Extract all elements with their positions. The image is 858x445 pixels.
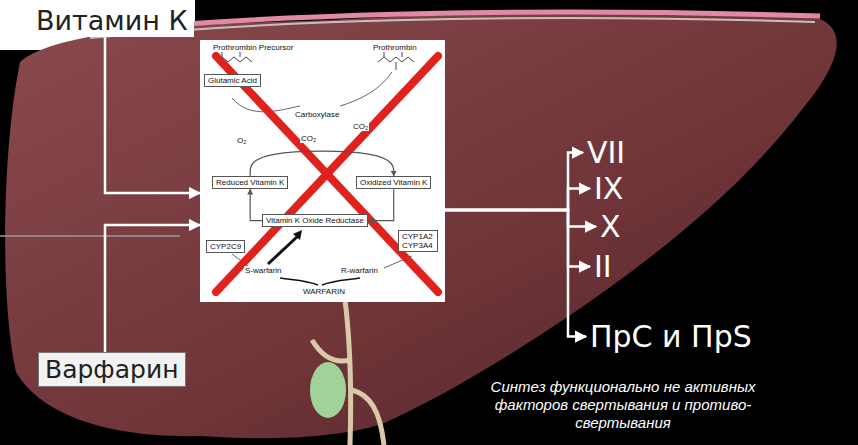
reagent-label: CO₂: [300, 134, 317, 143]
node-text: II: [594, 250, 612, 283]
node-text: IX: [594, 172, 623, 205]
red-cross: [216, 56, 438, 292]
flow-arrow: [105, 37, 200, 193]
enzyme-box: CYP2C9: [206, 240, 245, 253]
drug-label: R-warfarin: [340, 266, 379, 275]
drug-label: S-warfarin: [244, 266, 282, 275]
factor-label: ПрС и ПрS: [588, 320, 754, 353]
process-box: Oxidized Vitamin K: [356, 176, 431, 189]
flow-arrow: [105, 225, 200, 352]
input-label: Витамин К: [30, 4, 194, 37]
reagent-label: CO₂: [352, 122, 369, 131]
split-line: [280, 278, 360, 285]
drug-box: Варфарин: [38, 352, 186, 387]
node-text: Glutamic Acid: [208, 76, 257, 85]
enzyme-label: Carboxylase: [294, 110, 340, 119]
reagent-label: O₂: [236, 136, 247, 145]
flow-arrow: [445, 189, 590, 211]
inset-panel: [200, 40, 445, 302]
node-text: Reduced Vitamin K: [216, 178, 284, 187]
molecule-sketch: [378, 51, 414, 70]
flow-arrow: [445, 210, 586, 337]
inhibition-arrow: [293, 230, 302, 240]
node-text: Vitamin K Oxide Reductase: [266, 216, 364, 225]
caption: Синтез функционально не активных факторо…: [478, 378, 768, 432]
node-text: CYP2C9: [210, 242, 241, 251]
molecule-label: Prothrombin Precursor: [212, 43, 294, 52]
cycle-arrow: [250, 151, 394, 176]
node-text: ПрС и ПрS: [590, 320, 752, 353]
factor-label: VII: [585, 136, 627, 169]
factor-label: X: [598, 210, 623, 243]
liver-edge: [90, 18, 815, 38]
flow-arrow: [445, 153, 583, 211]
bile-duct: [312, 300, 384, 445]
node-text: Варфарин: [45, 355, 179, 384]
node-text: Витамин К: [36, 5, 188, 36]
node-text: VII: [587, 136, 625, 169]
reaction-line: [340, 72, 392, 106]
enzyme-box: Vitamin K Oxide Reductase: [262, 214, 368, 227]
enzyme-box: CYP1A2 CYP3A4: [398, 230, 438, 252]
red-cross: [216, 56, 438, 292]
process-box: Reduced Vitamin K: [212, 176, 288, 189]
node-text: CYP1A2 CYP3A4: [402, 232, 434, 250]
node-text: Oxidized Vitamin K: [360, 178, 427, 187]
factor-label: IX: [592, 172, 625, 205]
gallbladder: [310, 362, 346, 418]
divider-line: [0, 235, 180, 237]
factor-label: II: [592, 250, 614, 283]
drug-label: WARFARIN: [302, 287, 346, 296]
flow-arrow: [445, 210, 596, 227]
inhibition-arrow: [268, 236, 298, 264]
node-text: X: [600, 210, 621, 243]
cycle-arrow: [250, 189, 262, 220]
cycle-arrow: [368, 189, 394, 220]
liver: [5, 11, 837, 438]
substrate-box: Glutamic Acid: [204, 74, 261, 87]
molecule-label: Prothrombin: [372, 43, 418, 52]
mechanism-inset: Prothrombin Precursor ProthrombinO₂ Carbox…: [200, 40, 445, 302]
